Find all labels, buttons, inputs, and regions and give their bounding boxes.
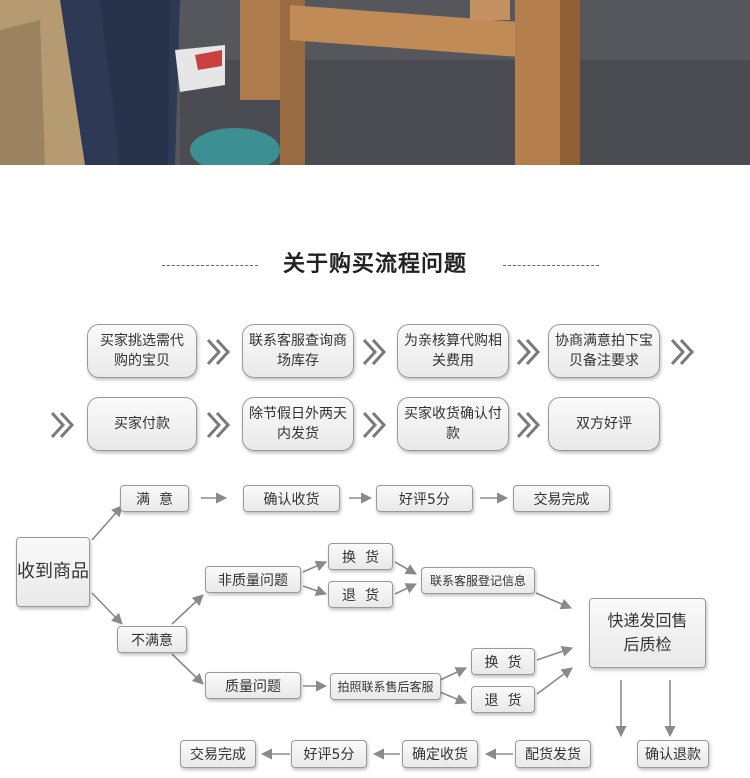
node-satisfied: 满 意 [120, 485, 189, 512]
node-good-review: 好评5分 [376, 485, 473, 512]
node-confirm-receipt-2: 确定收货 [402, 740, 478, 768]
page-title: 关于购买流程问题 [0, 247, 750, 283]
node-ship-goods: 配货发货 [515, 740, 591, 768]
node-return-2: 退 货 [471, 686, 535, 713]
node-quality-issue: 质量问题 [205, 672, 301, 699]
step-4: 协商满意拍下宝贝备注要求 [548, 324, 660, 378]
step-7: 买家收货确认付款 [397, 397, 509, 451]
step-6: 除节假日外两天内发货 [242, 397, 354, 451]
header-photo [0, 0, 750, 165]
double-chevron-right-icon [204, 337, 234, 367]
node-not-satisfied: 不满意 [117, 626, 187, 653]
double-chevron-right-icon [514, 337, 544, 367]
node-photo-contact: 拍照联系售后客服 [330, 673, 441, 700]
photo-scene [0, 0, 750, 165]
node-good-review-2: 好评5分 [291, 740, 367, 768]
step-1: 买家挑选需代购的宝贝 [87, 324, 197, 378]
step-8: 双方好评 [548, 397, 660, 451]
double-chevron-right-icon [360, 410, 390, 440]
double-chevron-right-icon [668, 337, 698, 367]
double-chevron-right-icon [204, 410, 234, 440]
node-exchange-1: 换 货 [328, 543, 393, 570]
node-confirm-receipt: 确认收货 [243, 485, 340, 512]
node-contact-cs: 联系客服登记信息 [421, 567, 535, 594]
step-5: 买家付款 [87, 397, 197, 451]
step-3: 为亲核算代购相关费用 [397, 324, 509, 378]
node-received-goods: 收到商品 [16, 537, 90, 607]
node-express-back: 快递发回售后质检 [589, 598, 706, 668]
double-chevron-right-icon [514, 410, 544, 440]
node-deal-done-2: 交易完成 [180, 740, 256, 768]
section-title: 关于购买流程问题 [0, 247, 750, 287]
node-return-1: 退 货 [328, 581, 393, 608]
step-2: 联系客服查询商场库存 [242, 324, 354, 378]
double-chevron-right-icon [360, 337, 390, 367]
node-confirm-refund: 确认退款 [637, 740, 709, 768]
node-deal-done: 交易完成 [513, 485, 610, 512]
node-non-quality-issue: 非质量问题 [205, 566, 301, 593]
node-exchange-2: 换 货 [471, 648, 535, 675]
title-divider-right [503, 265, 599, 266]
double-chevron-right-icon [48, 410, 78, 440]
